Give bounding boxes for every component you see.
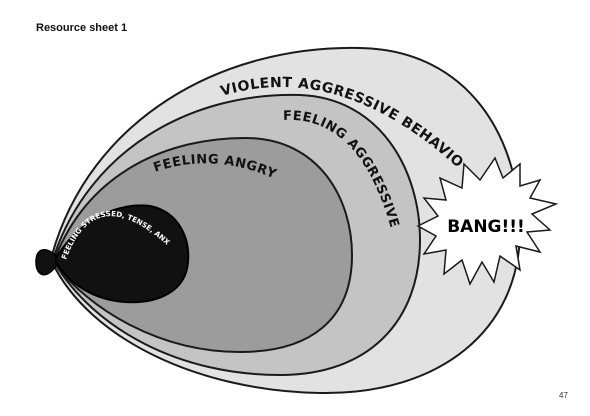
balloon-knot [35,249,57,276]
layer-stressed-shape [55,204,190,304]
bang-label: BANG!!! [447,217,525,237]
page-number: 47 [559,391,568,400]
bang-burst [416,156,559,286]
page-header: Resource sheet 1 [36,22,128,34]
